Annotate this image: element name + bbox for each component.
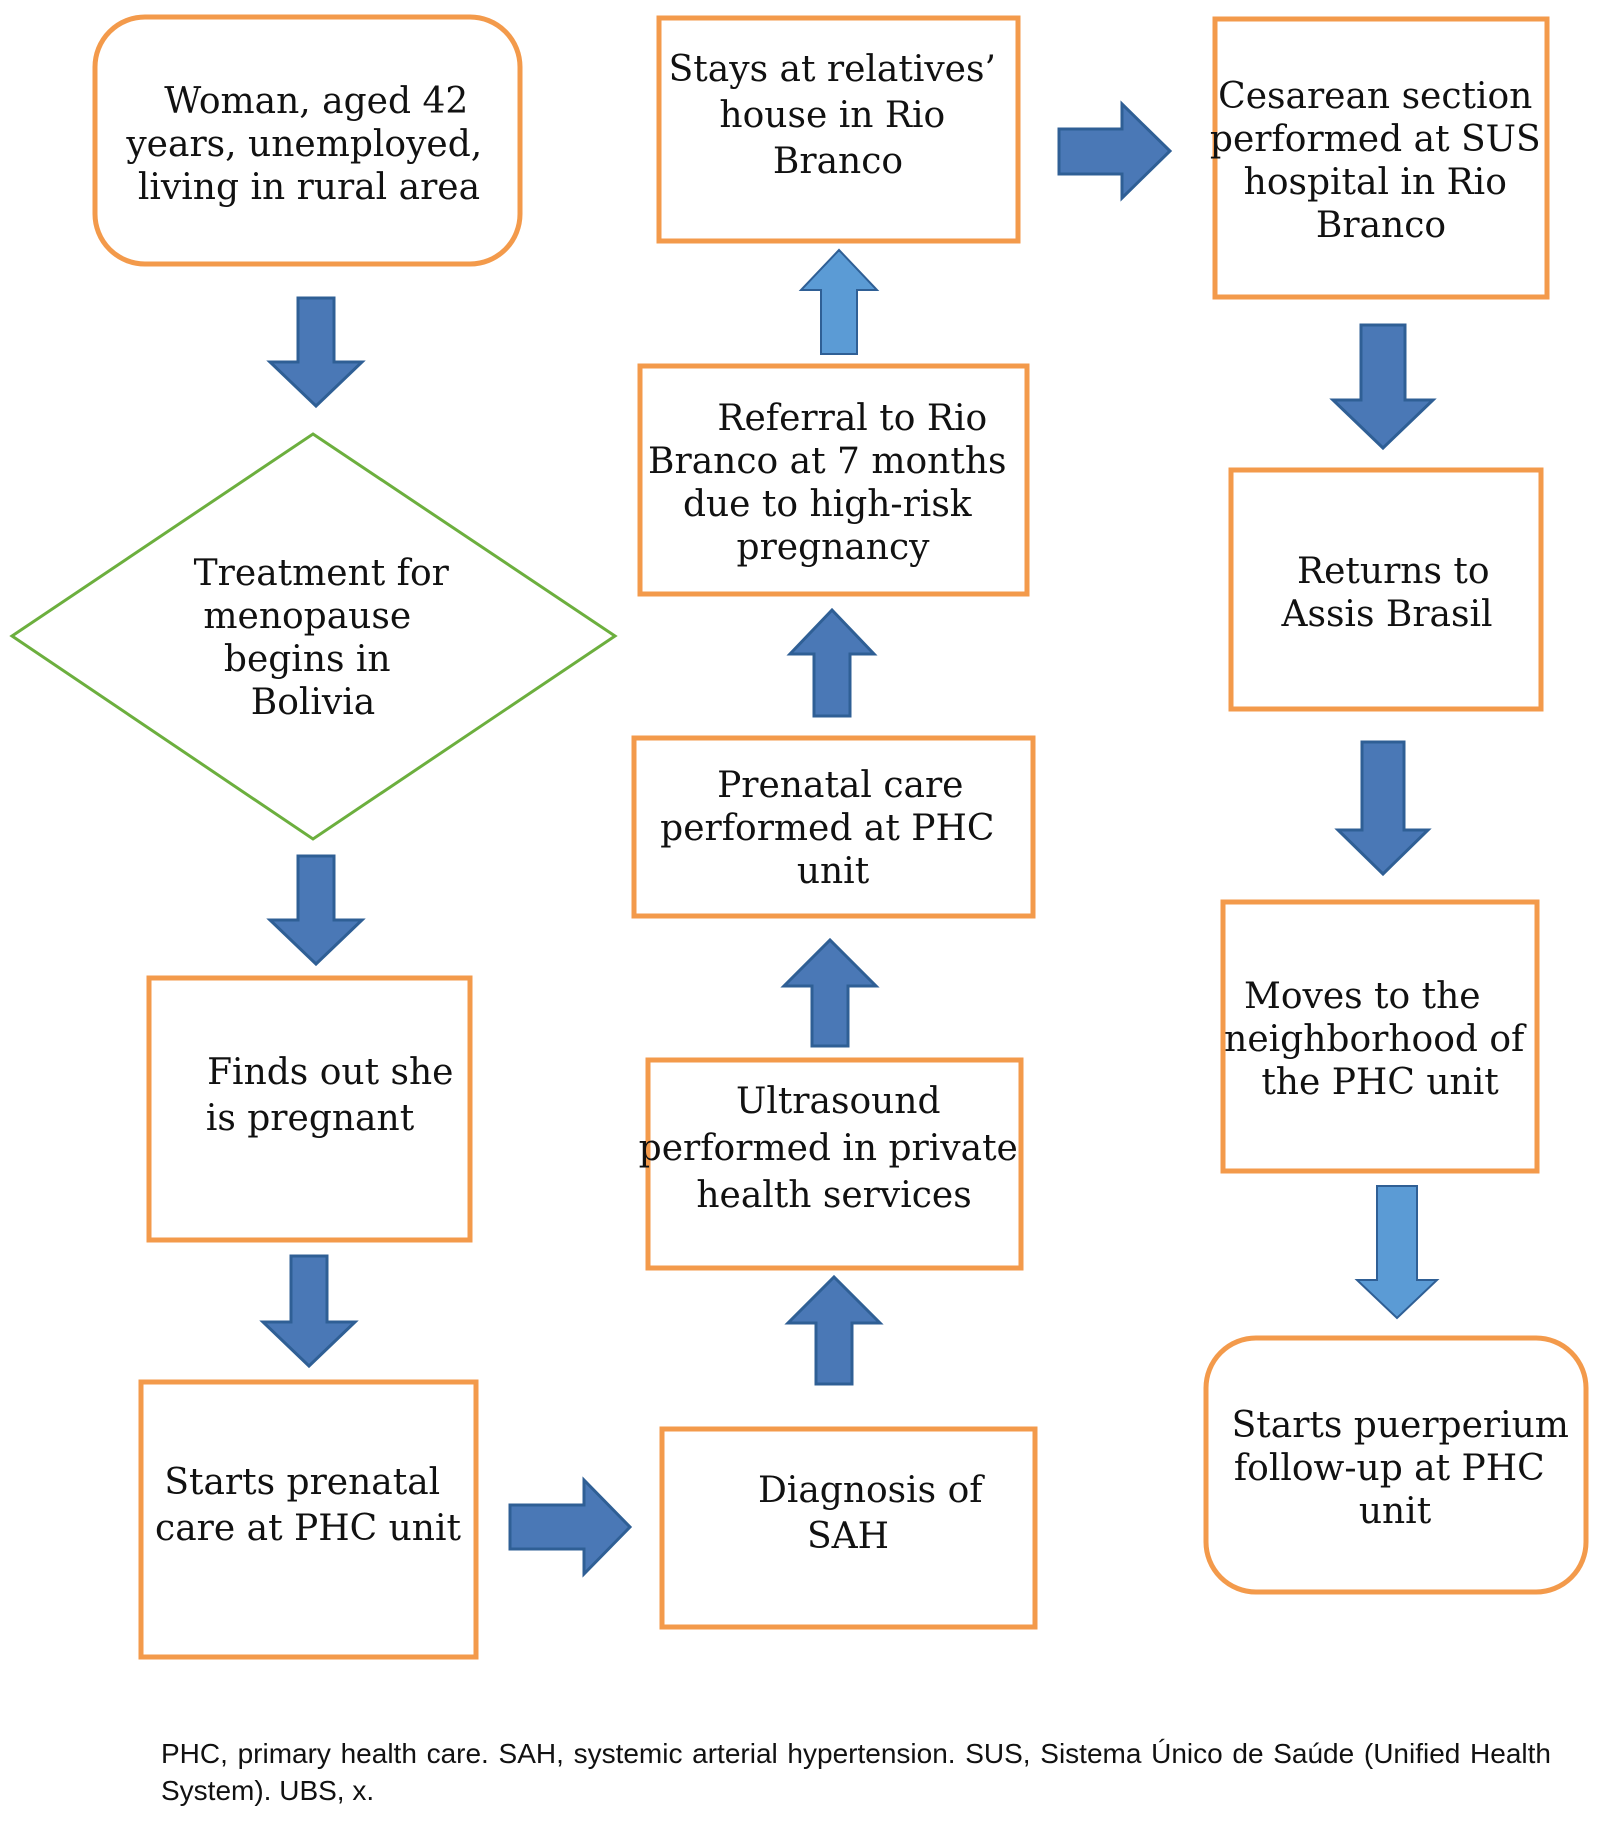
svg-text:Woman, aged 42 years, un: Woman, aged 42 years, unemployed, living… xyxy=(125,81,493,208)
node-menopause-line-1: Treatment for xyxy=(194,553,450,594)
node-returns: Returns to Assis Brasil xyxy=(1228,467,1544,712)
node-cesarean: Cesarean section performed at SUS hospit… xyxy=(1210,16,1552,300)
node-relatives-line-1: Stays at relatives’ xyxy=(669,49,996,90)
node-referral-line-4: pregnancy xyxy=(737,527,931,568)
node-prenatal-care-line-1: Prenatal care xyxy=(717,765,963,806)
arrow-up-2 xyxy=(780,937,880,1048)
node-prenatal-start-line-1: Starts prenatal xyxy=(164,1462,440,1503)
node-menopause-line-3: begins in xyxy=(224,639,391,680)
node-pregnant-line-1: Finds out she xyxy=(207,1052,453,1093)
node-pregnant: Finds out she is pregnant xyxy=(146,975,473,1243)
arrow-up-3 xyxy=(786,607,878,718)
node-relatives-line-2: house in Rio xyxy=(719,95,945,136)
node-referral-line-1: Referral to Rio xyxy=(717,398,987,439)
svg-text:Prenatal care performed: Prenatal care performed at PHC unit xyxy=(660,765,1006,892)
node-referral-line-3: due to high-risk xyxy=(683,484,973,525)
svg-text:Moves to the neighborhoo: Moves to the neighborhood of the PHC uni… xyxy=(1224,976,1536,1103)
node-returns-line-2: Assis Brasil xyxy=(1280,594,1492,635)
node-puerperium-line-2: follow-up at PHC xyxy=(1234,1448,1545,1489)
node-referral: Referral to Rio Branco at 7 months due t… xyxy=(637,363,1030,597)
node-woman-line-3: living in rural area xyxy=(138,167,480,208)
node-ultrasound: Ultrasound performed in private health s… xyxy=(639,1057,1030,1271)
svg-text:Starts puerperium follow: Starts puerperium follow-up at PHC unit xyxy=(1232,1405,1581,1532)
node-prenatal-care: Prenatal care performed at PHC unit xyxy=(631,735,1036,919)
node-cesarean-line-4: Branco xyxy=(1316,205,1446,246)
node-woman-line-1: Woman, aged 42 xyxy=(164,81,468,122)
arrow-down-2 xyxy=(266,854,366,967)
node-puerperium-line-3: unit xyxy=(1359,1491,1432,1532)
node-menopause-line-4: Bolivia xyxy=(251,682,375,723)
svg-text:Returns to Assis Brasil: Returns to Assis Brasil xyxy=(1280,551,1500,635)
svg-text:Stays at relatives’ hous: Stays at relatives’ house in Rio Branco xyxy=(669,49,1008,182)
node-menopause: Treatment for menopause begins in Bolivi… xyxy=(9,432,618,841)
arrow-right-2 xyxy=(1057,100,1173,202)
arrow-down-6 xyxy=(1354,1185,1440,1320)
node-prenatal-care-line-3: unit xyxy=(797,851,870,892)
node-relatives-line-3: Branco xyxy=(773,141,903,182)
node-moves: Moves to the neighborhood of the PHC uni… xyxy=(1220,899,1540,1174)
svg-text:Finds out she is pregnan: Finds out she is pregnant xyxy=(206,1052,465,1139)
node-cesarean-line-3: hospital in Rio xyxy=(1244,162,1507,203)
node-puerperium: Starts puerperium follow-up at PHC unit xyxy=(1203,1335,1589,1595)
node-moves-line-3: the PHC unit xyxy=(1261,1062,1499,1103)
node-referral-line-2: Branco at 7 months xyxy=(648,441,1006,482)
node-relatives: Stays at relatives’ house in Rio Branco xyxy=(656,15,1021,244)
svg-text:Ultrasound performed in: Ultrasound performed in private health s… xyxy=(639,1081,1030,1216)
svg-text:Diagnosis of SAH: Diagnosis of SAH xyxy=(758,1470,994,1557)
node-moves-line-1: Moves to the xyxy=(1244,976,1481,1017)
node-prenatal-start: Starts prenatal care at PHC unit xyxy=(138,1379,479,1660)
node-cesarean-line-1: Cesarean section xyxy=(1218,76,1532,117)
svg-text:Treatment for menopause: Treatment for menopause begins in Bolivi… xyxy=(194,553,461,723)
node-prenatal-start-line-2: care at PHC unit xyxy=(155,1508,461,1549)
node-prenatal-care-line-2: performed at PHC xyxy=(660,808,994,849)
node-sah-line-2: SAH xyxy=(807,1516,889,1557)
node-ultrasound-line-1: Ultrasound xyxy=(736,1081,941,1122)
arrow-right-1 xyxy=(508,1476,633,1578)
node-sah: Diagnosis of SAH xyxy=(659,1426,1038,1630)
arrow-down-3 xyxy=(259,1254,359,1369)
node-ultrasound-line-3: health services xyxy=(696,1175,971,1216)
figure-caption: PHC, primary health care. SAH, systemic … xyxy=(161,1738,1551,1806)
svg-text:Cesarean section perform: Cesarean section performed at SUS hospit… xyxy=(1210,76,1552,246)
node-pregnant-line-2: is pregnant xyxy=(206,1098,415,1139)
arrow-down-4 xyxy=(1329,323,1437,451)
node-woman-line-2: years, unemployed, xyxy=(125,124,482,165)
arrow-down-5 xyxy=(1334,740,1432,877)
node-ultrasound-line-2: performed in private xyxy=(639,1128,1018,1169)
node-menopause-line-2: menopause xyxy=(203,596,411,637)
svg-text:Starts prenatal care at: Starts prenatal care at PHC unit xyxy=(155,1462,461,1549)
arrow-down-1 xyxy=(266,296,366,409)
node-puerperium-line-1: Starts puerperium xyxy=(1232,1405,1569,1446)
node-returns-line-1: Returns to xyxy=(1297,551,1490,592)
node-cesarean-line-2: performed at SUS xyxy=(1210,119,1541,160)
node-sah-line-1: Diagnosis of xyxy=(758,1470,985,1511)
arrow-up-1 xyxy=(784,1274,884,1386)
node-woman: Woman, aged 42 years, unemployed, living… xyxy=(92,14,523,267)
svg-text:Referral to Rio Branco a: Referral to Rio Branco at 7 months due t… xyxy=(648,398,1018,568)
node-moves-line-2: neighborhood of xyxy=(1224,1019,1527,1060)
arrow-up-4 xyxy=(798,248,880,355)
